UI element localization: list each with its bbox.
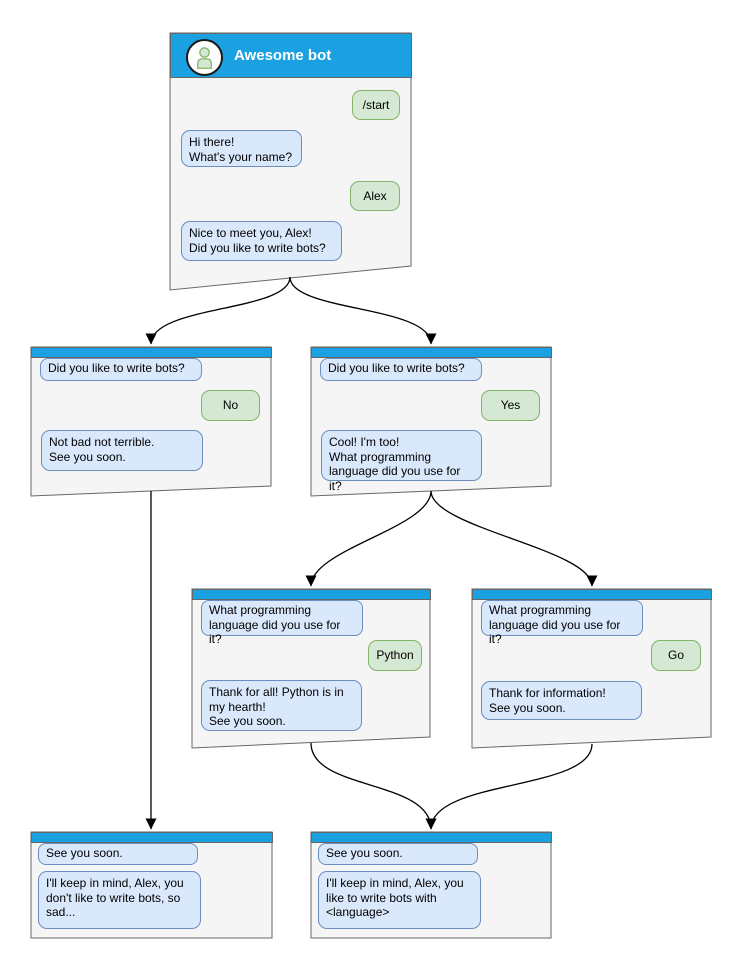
bot-reply-python: Thank for all! Python is in my hearth! S… [201,680,362,731]
edge-root-to-yes [289,276,437,345]
root-window-header: Awesome bot [170,33,412,78]
bot-avatar [186,39,223,76]
bot-reply-end-no: I'll keep in mind, Alex, you don't like … [38,871,201,929]
echo-question: Did you like to write bots? [320,358,482,381]
person-icon [197,47,212,69]
yes-window-header [311,347,552,358]
user-message-name: Alex [350,181,400,211]
echo-question: Did you like to write bots? [40,358,202,381]
user-answer-go: Go [651,640,701,671]
user-answer-yes: Yes [481,390,540,421]
edge-go-to-end [425,743,593,830]
no-window-header [31,347,272,358]
echo-question: See you soon. [318,843,478,865]
echo-question: See you soon. [38,843,198,865]
user-answer-no: No [201,390,260,421]
end-no-window-header [31,832,273,843]
bot-reply-no: Not bad not terrible. See you soon. [41,430,203,471]
user-message-start: /start [352,90,400,120]
bot-message-greeting: Hi there! What's your name? [181,130,302,167]
bot-title: Awesome bot [234,47,332,64]
go-window-header [472,589,712,600]
edge-root-to-no [145,276,291,345]
bot-reply-yes: Cool! I'm too! What programming language… [321,430,482,493]
echo-question: What programming language did you use fo… [201,600,363,646]
edge-yes-to-python [305,490,432,587]
bot-reply-end-yes: I'll keep in mind, Alex, you like to wri… [318,871,481,929]
echo-question: What programming language did you use fo… [481,600,643,646]
user-answer-python: Python [368,640,422,671]
edge-yes-to-go [430,490,598,587]
bot-reply-go: Thank for information! See you soon. [481,681,642,720]
edge-python-to-end [310,742,437,830]
python-window-header [192,589,431,600]
bot-message-question: Nice to meet you, Alex! Did you like to … [181,221,342,261]
end-yes-window-header [311,832,552,843]
